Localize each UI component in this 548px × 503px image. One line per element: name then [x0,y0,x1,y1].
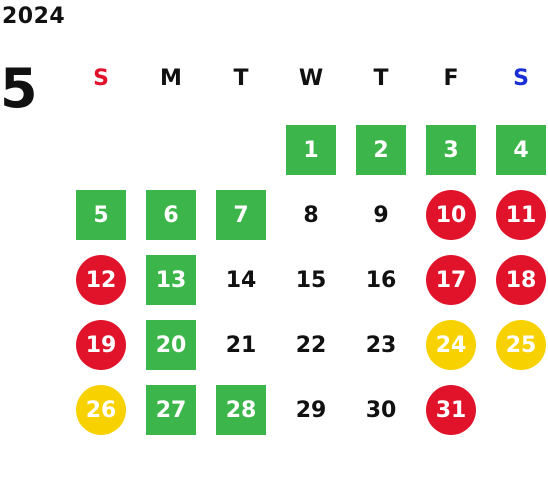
calendar-day-21[interactable]: 21 [225,332,257,358]
weekday-header-6: S [513,66,529,91]
calendar-day-5[interactable]: 5 [76,190,126,240]
calendar-day-20[interactable]: 20 [146,320,196,370]
calendar-day-30[interactable]: 30 [365,397,397,423]
calendar-day-25[interactable]: 25 [496,320,546,370]
calendar-day-14[interactable]: 14 [225,267,257,293]
calendar-day-12[interactable]: 12 [76,255,126,305]
calendar-day-6[interactable]: 6 [146,190,196,240]
calendar-day-22[interactable]: 22 [295,332,327,358]
calendar-day-4[interactable]: 4 [496,125,546,175]
weekday-header-3: W [298,66,324,91]
calendar-day-7[interactable]: 7 [216,190,266,240]
weekday-header-2: T [233,66,249,91]
calendar-month: 5 [0,57,38,120]
calendar-day-16[interactable]: 16 [365,267,397,293]
calendar-day-10[interactable]: 10 [426,190,476,240]
calendar-day-2[interactable]: 2 [356,125,406,175]
weekday-header-5: F [443,66,459,91]
calendar-year: 2024 [2,4,66,29]
calendar-day-15[interactable]: 15 [295,267,327,293]
calendar-day-13[interactable]: 13 [146,255,196,305]
calendar-day-28[interactable]: 28 [216,385,266,435]
calendar-day-19[interactable]: 19 [76,320,126,370]
calendar-day-17[interactable]: 17 [426,255,476,305]
calendar-day-23[interactable]: 23 [365,332,397,358]
calendar-day-18[interactable]: 18 [496,255,546,305]
weekday-header-1: M [160,66,182,91]
weekday-header-4: T [373,66,389,91]
calendar-day-31[interactable]: 31 [426,385,476,435]
calendar-day-1[interactable]: 1 [286,125,336,175]
calendar-day-26[interactable]: 26 [76,385,126,435]
calendar-day-29[interactable]: 29 [295,397,327,423]
calendar-day-11[interactable]: 11 [496,190,546,240]
weekday-header-0: S [93,66,109,91]
calendar-day-8[interactable]: 8 [303,202,319,228]
calendar-day-24[interactable]: 24 [426,320,476,370]
calendar-day-9[interactable]: 9 [373,202,389,228]
calendar-day-3[interactable]: 3 [426,125,476,175]
calendar-day-27[interactable]: 27 [146,385,196,435]
